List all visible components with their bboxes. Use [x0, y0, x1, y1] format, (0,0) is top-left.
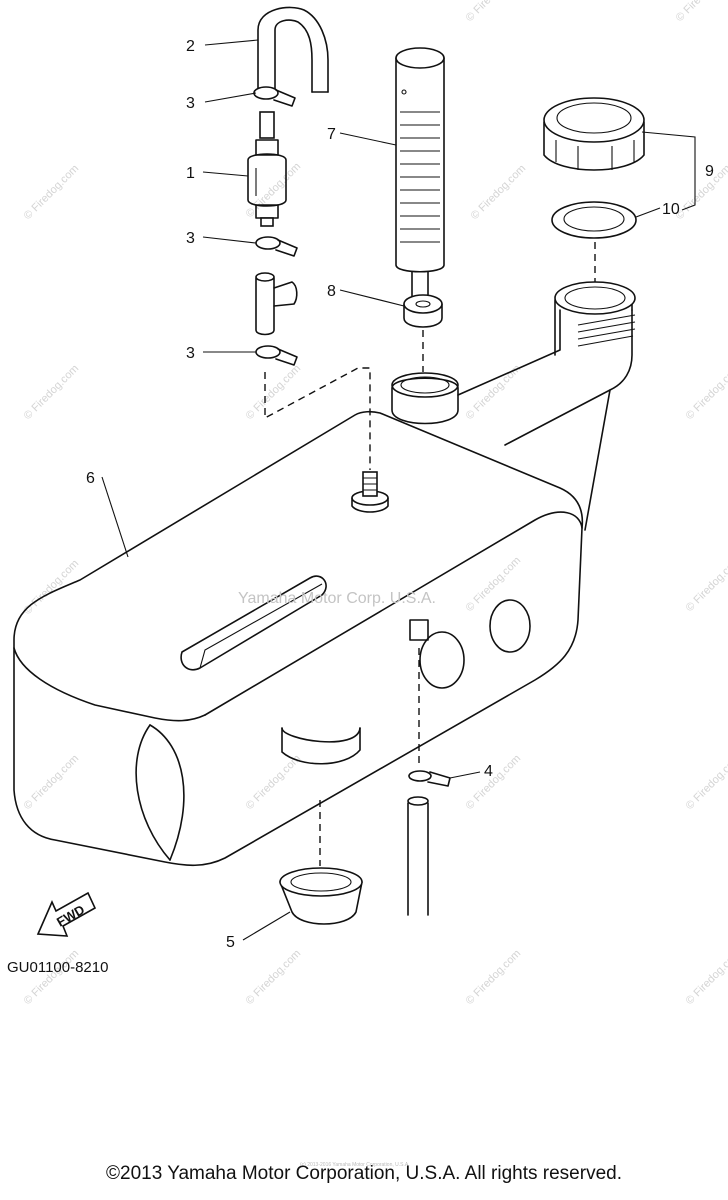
site-watermark: © Firedog.com — [244, 363, 304, 423]
leader-lines — [101, 39, 696, 941]
cap-gasket — [551, 201, 637, 239]
callout-labels: 2 3 1 3 3 7 8 6 9 10 4 5 — [86, 38, 714, 951]
callout-3: 3 — [186, 230, 195, 247]
center-watermark: Yamaha Motor Corp. U.S.A. — [238, 590, 436, 607]
callout-3: 3 — [186, 345, 195, 362]
hose-clip — [253, 86, 296, 107]
tiny-credit: (c) 2013-2016 Yamaha Motor Corporation, … — [300, 1162, 410, 1168]
callout-10: 10 — [662, 201, 680, 218]
site-watermark: © Firedog.com — [244, 948, 304, 1008]
copyright-notice: ©2013 Yamaha Motor Corporation, U.S.A. A… — [106, 1163, 622, 1184]
callout-1: 1 — [186, 165, 195, 182]
fuel-filter — [247, 111, 287, 227]
strainer — [395, 47, 445, 301]
diagram-code: GU01100-8210 — [7, 959, 108, 976]
site-watermark: © Firedog.com — [22, 753, 82, 813]
fuel-tank — [13, 281, 636, 867]
site-watermark: © Firedog.com — [22, 948, 82, 1008]
callout-4: 4 — [484, 763, 493, 780]
hose-clip — [255, 345, 298, 366]
hose-elbow — [257, 6, 329, 93]
site-watermark: © Firedog.com — [464, 753, 524, 813]
callout-9: 9 — [705, 163, 714, 180]
site-watermark: © Firedog.com — [684, 948, 728, 1008]
callout-2: 2 — [186, 38, 195, 55]
hose-clip — [255, 236, 298, 257]
site-watermark: © Firedog.com — [244, 161, 304, 221]
callout-7: 7 — [327, 126, 336, 143]
site-watermark: © Firedog.com — [244, 753, 304, 813]
callout-5: 5 — [226, 934, 235, 951]
site-watermark: © Firedog.com — [464, 948, 524, 1008]
site-watermark: © Firedog.com — [684, 363, 728, 423]
tee-fitting — [255, 272, 298, 336]
drain-hose — [407, 770, 451, 916]
site-watermark: © Firedog.com — [22, 363, 82, 423]
callout-8: 8 — [327, 283, 336, 300]
site-watermark: © Firedog.com — [22, 163, 82, 223]
site-watermark: © Firedog.com — [469, 163, 529, 223]
site-watermark: © Firedog.com — [464, 555, 524, 615]
site-watermark: © Firedog.com — [684, 555, 728, 615]
callout-3: 3 — [186, 95, 195, 112]
site-watermark: © Firedog.com — [684, 753, 728, 813]
site-watermark: © Firedog.com — [464, 0, 524, 24]
grommet — [403, 294, 443, 328]
site-watermark: © Firedog.com — [674, 0, 728, 24]
assembly-lines — [264, 242, 596, 866]
tank-cap — [543, 97, 645, 171]
site-watermark: © Firedog.com — [22, 558, 82, 618]
bottom-cup — [279, 867, 363, 925]
site-watermark: © Firedog.com — [674, 163, 728, 223]
site-watermark: © Firedog.com — [464, 363, 524, 423]
fwd-arrow-icon: FWD — [36, 891, 97, 937]
callout-6: 6 — [86, 470, 95, 487]
